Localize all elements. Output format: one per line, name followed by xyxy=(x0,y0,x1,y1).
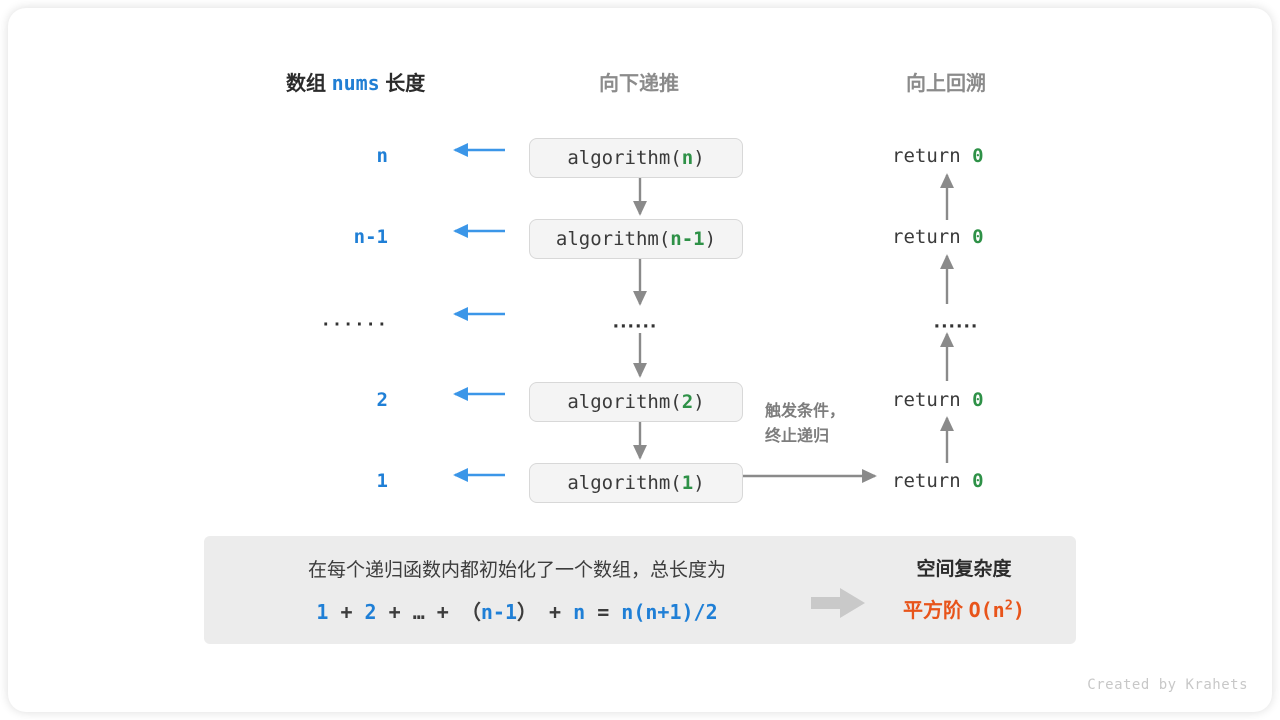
terminate-note-line1: 触发条件， xyxy=(765,403,846,420)
array-length-label: 1 xyxy=(376,470,388,492)
credit-text: Created by Krahets xyxy=(1087,677,1248,693)
formula-part-5: ） + xyxy=(517,600,574,624)
return-keyword: return xyxy=(892,145,973,167)
call-box-ellipsis: ······ xyxy=(612,317,658,337)
call-box: algorithm(n) xyxy=(529,138,743,178)
right-block-arrow-icon xyxy=(811,588,865,618)
summary-panel: 在每个递归函数内都初始化了一个数组，总长度为 1 + 2 + … + （n-1）… xyxy=(204,536,1076,644)
call-box: algorithm(n-1) xyxy=(529,219,743,259)
blue-left-arrow-group xyxy=(453,143,505,482)
return-value: 0 xyxy=(972,470,984,492)
header-left-suffix: 长度 xyxy=(379,73,426,95)
complexity-label: 空间复杂度 xyxy=(916,559,1012,580)
return-statement: return 0 xyxy=(892,389,984,411)
column-header-array-length: 数组 nums 长度 xyxy=(286,67,425,96)
call-arg: 2 xyxy=(681,391,694,413)
return-keyword: return xyxy=(892,389,973,411)
formula-part-8: n(n+1)/2 xyxy=(621,600,718,624)
formula-part-7: = xyxy=(585,600,622,624)
return-value: 0 xyxy=(972,226,984,248)
return-statement: return 0 xyxy=(892,226,984,248)
array-length-label: 2 xyxy=(376,389,388,411)
call-box: algorithm(1) xyxy=(529,463,743,503)
call-close: ) xyxy=(693,147,705,169)
array-length-label: n-1 xyxy=(353,226,388,248)
header-nums-mono: nums xyxy=(331,71,380,95)
return-value: 0 xyxy=(972,145,984,167)
call-close: ) xyxy=(693,391,705,413)
call-name: algorithm( xyxy=(555,228,671,250)
return-statement: return 0 xyxy=(892,470,984,492)
call-name: algorithm( xyxy=(567,472,682,494)
array-length-label: n xyxy=(376,145,388,167)
call-box: algorithm(2) xyxy=(529,382,743,422)
diagram-canvas: 数组 nums 长度 向下递推 向上回溯 xyxy=(8,8,1272,712)
formula-part-0: 1 xyxy=(316,600,329,624)
complexity-notation: O(n xyxy=(968,598,1005,622)
formula-part-3: + … + （ xyxy=(376,600,481,624)
return-keyword: return xyxy=(892,226,973,248)
call-name: algorithm( xyxy=(567,391,682,413)
connector-arrows xyxy=(453,143,954,483)
call-arg: n xyxy=(681,147,694,169)
header-left-prefix: 数组 xyxy=(286,73,332,95)
complexity-notation-tail: ) xyxy=(1012,598,1025,622)
complexity-prefix: 平方阶 xyxy=(903,600,969,622)
return-ellipsis: ······ xyxy=(933,317,979,337)
formula-part-1: + xyxy=(328,600,365,624)
column-header-backtrack-up: 向上回溯 xyxy=(906,73,986,95)
summary-formula: 1 + 2 + … + （n-1） + n = n(n+1)/2 xyxy=(232,596,802,625)
call-arg: n-1 xyxy=(670,228,705,250)
summary-description: 在每个递归函数内都初始化了一个数组，总长度为 xyxy=(307,560,726,581)
return-value: 0 xyxy=(972,389,984,411)
call-close: ) xyxy=(693,472,705,494)
terminate-note-line2: 终止递归 xyxy=(765,427,830,445)
formula-part-4: n-1 xyxy=(480,600,517,624)
complexity-value: 平方阶 O(n2) xyxy=(864,594,1064,623)
call-arg: 1 xyxy=(681,472,694,494)
formula-part-6: n xyxy=(573,600,586,624)
call-name: algorithm( xyxy=(567,147,682,169)
complexity-exponent: 2 xyxy=(1004,597,1013,614)
return-keyword: return xyxy=(892,470,973,492)
return-statement: return 0 xyxy=(892,145,984,167)
terminate-condition-note: 触发条件， 终止递归 xyxy=(765,400,885,450)
column-header-recurse-down: 向下递推 xyxy=(599,73,679,95)
formula-part-2: 2 xyxy=(364,600,377,624)
array-length-ellipsis: ······ xyxy=(320,315,388,335)
call-close: ) xyxy=(704,228,717,250)
